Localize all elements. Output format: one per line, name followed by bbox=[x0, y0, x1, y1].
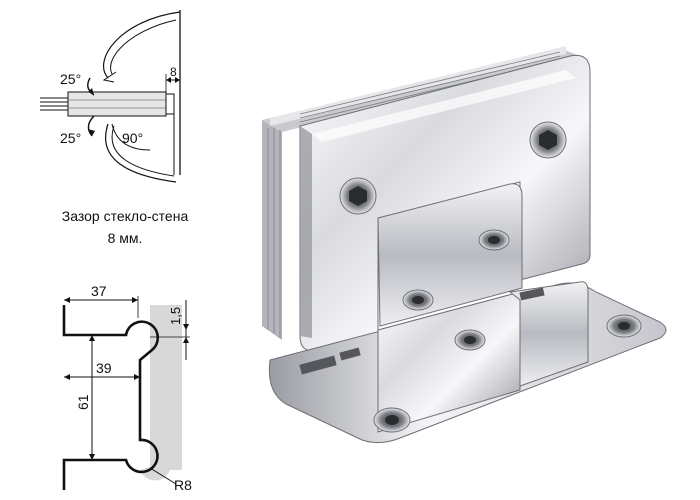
gap-caption: Зазор стекло-стена 8 мм. bbox=[40, 205, 210, 249]
gap-dimension-label: 8 bbox=[170, 65, 177, 79]
profile-outline bbox=[62, 305, 160, 490]
angle-label-open: 90° bbox=[122, 130, 143, 146]
hex-screw-icon bbox=[339, 177, 377, 215]
dimension-width-mid: 39 bbox=[96, 360, 112, 376]
dimension-radius: R8 bbox=[174, 477, 192, 493]
angle-diagram: 25° 25° 90° 8 bbox=[40, 10, 181, 183]
angle-arc-bottom bbox=[87, 115, 95, 137]
dimension-height: 61 bbox=[75, 394, 91, 410]
profile-diagram: 37 39 61 1,5 R8 bbox=[62, 283, 192, 493]
angle-label-top: 25° bbox=[60, 71, 81, 87]
swing-arc-outer bbox=[103, 11, 181, 79]
dimension-offset: 1,5 bbox=[168, 307, 183, 325]
hex-screw-icon bbox=[529, 121, 567, 159]
caption-line-1: Зазор стекло-стена bbox=[61, 208, 189, 224]
hinge-product-image bbox=[262, 46, 667, 444]
caption-line-2: 8 мм. bbox=[107, 230, 143, 246]
angle-arc-90 bbox=[111, 123, 151, 151]
glass-panel bbox=[40, 91, 175, 117]
dimension-width-top: 37 bbox=[91, 283, 107, 299]
angle-label-bottom: 25° bbox=[60, 130, 81, 146]
